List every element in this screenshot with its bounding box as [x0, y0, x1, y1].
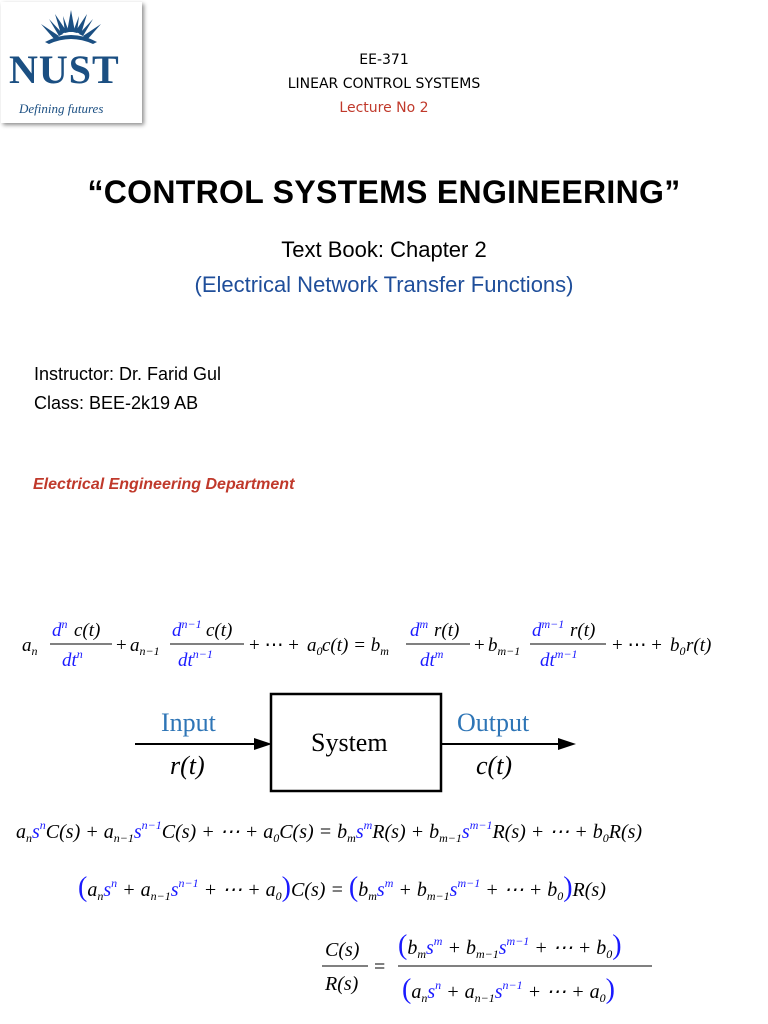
- svg-text:r(t): r(t): [570, 620, 595, 641]
- svg-text:dtm: dtm: [420, 647, 444, 671]
- department-name: Electrical Engineering Department: [33, 476, 295, 493]
- svg-text:bm−1: bm−1: [488, 635, 520, 658]
- output-signal: c(t): [476, 751, 513, 780]
- svg-text:dm−1: dm−1: [532, 617, 564, 641]
- lecture-number: Lecture No 2: [339, 100, 429, 116]
- input-signal: r(t): [170, 751, 205, 780]
- svg-text:ansnC(s) + an−1sn−1C(s) + ⋯ +: ansnC(s) + an−1sn−1C(s) + ⋯ + a0C(s) = b…: [16, 818, 642, 845]
- svg-text:an: an: [22, 635, 38, 658]
- factored-equation: (ansn + an−1sn−1 + ⋯ + a0)C(s) = (bmsm +…: [78, 872, 606, 903]
- svg-text:+ ⋯ +: + ⋯ +: [612, 635, 662, 656]
- class-info: Class: BEE-2k19 AB: [34, 393, 199, 413]
- svg-text:c(t): c(t): [206, 620, 232, 641]
- svg-text:dtn−1: dtn−1: [178, 647, 213, 671]
- svg-text:R(s): R(s): [324, 973, 359, 995]
- svg-text:r(t): r(t): [686, 635, 711, 656]
- svg-text:+ ⋯ +: + ⋯ +: [249, 635, 299, 656]
- slide-title: “CONTROL SYSTEMS ENGINEERING”: [87, 174, 681, 210]
- svg-text:dtm−1: dtm−1: [540, 647, 578, 671]
- svg-text:+: +: [116, 635, 127, 656]
- svg-text:dm: dm: [410, 617, 429, 641]
- course-code: EE-371: [359, 52, 409, 68]
- svg-text:dn: dn: [52, 617, 68, 641]
- title-slide: NUST Defining futures EE-371 LINEAR CONT…: [1, 2, 681, 493]
- logo-wordmark: NUST: [9, 47, 120, 92]
- svg-text:c(t): c(t): [74, 620, 100, 641]
- laplace-equation: ansnC(s) + an−1sn−1C(s) + ⋯ + a0C(s) = b…: [16, 818, 642, 845]
- output-label: Output: [457, 708, 530, 737]
- svg-text:=: =: [374, 956, 385, 978]
- equations-slide: an dn c(t) dtn + an−1 dn−1 c(t) dtn−1 + …: [0, 528, 768, 1024]
- course-name: LINEAR CONTROL SYSTEMS: [287, 76, 481, 92]
- svg-text:C(s): C(s): [325, 939, 360, 961]
- svg-text:dn−1: dn−1: [172, 617, 202, 641]
- svg-text:r(t): r(t): [434, 620, 459, 641]
- svg-text:(ansn + an−1sn−1 + ⋯ + a0)C(s): (ansn + an−1sn−1 + ⋯ + a0)C(s) = (bmsm +…: [78, 872, 606, 903]
- chapter-topic: (Electrical Network Transfer Functions): [194, 272, 574, 297]
- instructor-name: Instructor: Dr. Farid Gul: [34, 364, 222, 384]
- differential-equation: an dn c(t) dtn + an−1 dn−1 c(t) dtn−1 + …: [22, 617, 711, 671]
- input-label: Input: [161, 708, 216, 737]
- svg-text:b0: b0: [670, 635, 686, 658]
- sun-emblem-icon: [41, 10, 101, 44]
- svg-text:an−1: an−1: [130, 635, 160, 658]
- svg-text:(bmsm + bm−1sm−1 + ⋯ + b0): (bmsm + bm−1sm−1 + ⋯ + b0): [398, 930, 622, 961]
- svg-text:(ansn + an−1sn−1 + ⋯ + a0): (ansn + an−1sn−1 + ⋯ + a0): [402, 974, 615, 1005]
- nust-logo: NUST Defining futures: [1, 2, 142, 123]
- textbook-chapter: Text Book: Chapter 2: [281, 237, 487, 262]
- system-label: System: [311, 728, 388, 757]
- svg-text:dtn: dtn: [62, 647, 83, 671]
- transfer-function-equation: C(s) R(s) = (bmsm + bm−1sm−1 + ⋯ + b0) (…: [322, 930, 652, 1005]
- system-block-diagram: [135, 692, 576, 793]
- svg-text:a0: a0: [307, 635, 323, 658]
- svg-text:c(t) = bm: c(t) = bm: [322, 635, 389, 658]
- svg-text:+: +: [474, 635, 485, 656]
- logo-tagline: Defining futures: [19, 101, 104, 116]
- system-box: [269, 692, 443, 793]
